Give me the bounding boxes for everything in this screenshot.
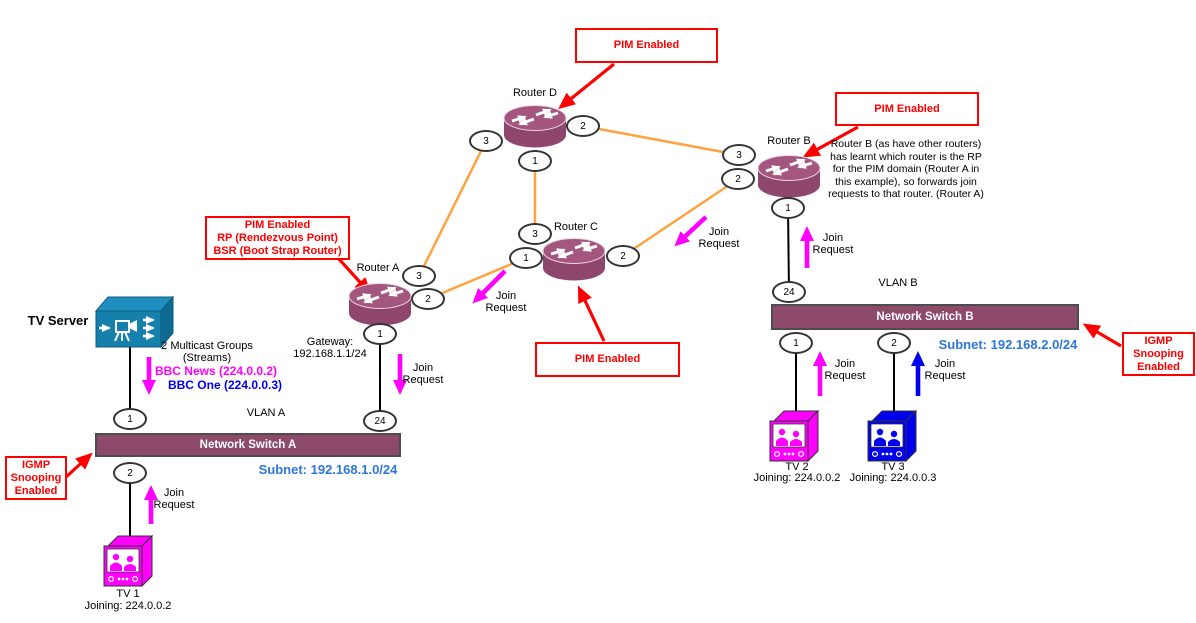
router-b-label: Router B [767, 135, 811, 147]
router-links [417, 124, 740, 301]
callout-igmp-snooping-switch-b: IGMP Snooping Enabled [1122, 332, 1195, 376]
link-routerD-routerA [417, 140, 488, 277]
router-d-label: Router D [512, 87, 558, 99]
tv3-label: TV 3 [881, 461, 905, 473]
network-switch-b: Network Switch B [771, 304, 1079, 330]
callout-pim-enabled-router-b: PIM Enabled [835, 92, 979, 126]
callout-arrow-igmp-a [64, 452, 93, 479]
port-router-d-3: 3 [469, 130, 503, 152]
callout-arrow-pim-b [802, 125, 859, 158]
bbc-one-stream-label: BBC One (224.0.0.3) [167, 378, 283, 392]
tv1-label: TV 1 [116, 588, 140, 600]
switch-b-label: Network Switch B [876, 311, 974, 323]
tv1-joining-label: Joining: 224.0.0.2 [84, 600, 172, 612]
port-router-c-1: 1 [509, 247, 543, 269]
callout-arrow-pim-c [577, 285, 606, 342]
tv-server-label: TV Server [27, 313, 89, 328]
tv-server-icon [94, 295, 175, 349]
port-router-a-3: 3 [402, 265, 436, 287]
join-request-label-tv2: Join Request [824, 358, 866, 382]
callout-igmp-snooping-switch-a: IGMP Snooping Enabled [5, 456, 67, 500]
router-b-note: Router B (as have other routers) has lea… [828, 138, 984, 200]
router-c-icon [542, 238, 606, 281]
router-a-label: Router A [356, 262, 400, 274]
callout-arrow-igmp-b [1082, 323, 1122, 348]
link-routerC-routerB [622, 177, 739, 258]
tv1-icon [103, 534, 154, 588]
port-switch-a-24: 24 [363, 410, 397, 432]
join-request-label-routerC-routerA: Join Request [485, 290, 527, 314]
join-request-label-routerB-routerC: Join Request [698, 226, 740, 250]
gateway-label: Gateway: 192.168.1.1/24 [293, 336, 367, 360]
port-router-d-1: 1 [518, 150, 552, 172]
port-switch-b-1: 1 [779, 332, 813, 354]
link-routerD-routerB [582, 124, 740, 157]
network-switch-a: Network Switch A [95, 433, 401, 457]
port-router-a-1: 1 [363, 323, 397, 345]
router-b-icon [757, 155, 821, 198]
subnet-b-label: Subnet: 192.168.2.0/24 [938, 337, 1078, 352]
multicast-groups-label: 2 Multicast Groups (Streams) [161, 340, 253, 364]
port-router-c-2: 2 [606, 245, 640, 267]
port-router-b-2: 2 [721, 168, 755, 190]
router-c-label: Router C [553, 221, 599, 233]
join-arrow-routerB-routerC [674, 215, 708, 247]
tv2-icon [769, 409, 820, 463]
port-switch-b-2: 2 [877, 332, 911, 354]
vlan-b-label: VLAN B [878, 277, 918, 289]
join-request-label-switchB-routerB: Join Request [812, 232, 854, 256]
port-router-c-3: 3 [518, 223, 552, 245]
flow-arrows [142, 215, 925, 524]
port-switch-a-2: 2 [113, 462, 147, 484]
join-request-label-routerA-switchA: Join Request [402, 362, 444, 386]
port-switch-b-24: 24 [772, 281, 806, 303]
tv3-joining-label: Joining: 224.0.0.3 [849, 472, 937, 484]
join-request-label-tv1: Join Request [153, 487, 195, 511]
tv3-icon [867, 409, 918, 463]
port-router-a-2: 2 [411, 288, 445, 310]
port-switch-a-1: 1 [113, 408, 147, 430]
port-router-b-3: 3 [722, 144, 756, 166]
router-a-icon [348, 283, 412, 326]
link-routerB-switchB [787, 207, 790, 293]
callout-pim-enabled-router-d: PIM Enabled [575, 28, 718, 63]
access-links [129, 207, 895, 538]
callout-pim-rp-bsr-router-a: PIM Enabled RP (Rendezvous Point) BSR (B… [205, 216, 350, 260]
bbc-news-stream-label: BBC News (224.0.0.2) [154, 364, 278, 378]
tv2-joining-label: Joining: 224.0.0.2 [753, 472, 841, 484]
subnet-a-label: Subnet: 192.168.1.0/24 [258, 462, 398, 477]
join-arrow-routerC-routerA [472, 269, 507, 304]
port-router-b-1: 1 [771, 197, 805, 219]
port-router-d-2: 2 [566, 115, 600, 137]
link-routerC-routerA [427, 256, 527, 301]
callout-arrow-pim-d [558, 62, 616, 110]
callout-pim-enabled-router-c: PIM Enabled [535, 342, 680, 377]
switch-a-label: Network Switch A [199, 439, 297, 451]
router-d-icon [503, 105, 567, 148]
tv2-label: TV 2 [785, 461, 809, 473]
vlan-a-label: VLAN A [246, 407, 286, 419]
join-request-label-tv3: Join Request [924, 358, 966, 382]
